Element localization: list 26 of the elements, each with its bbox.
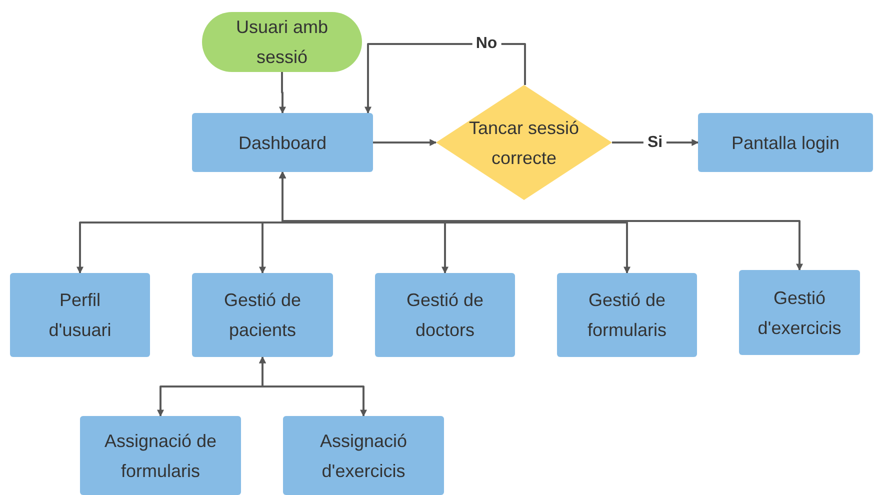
node-label: Assignació de formularis [104, 430, 217, 482]
node-label: Usuari amb sessió [234, 16, 330, 69]
process-box [192, 273, 333, 357]
process-box [739, 270, 860, 355]
arrow [364, 43, 526, 114]
arrow [279, 171, 803, 271]
process-box [10, 273, 150, 357]
node-label: Perfil d'usuari [48, 289, 112, 342]
process-box [80, 416, 241, 495]
process-box [698, 113, 873, 172]
node-label: Gestió de pacients [222, 289, 302, 342]
node-label: Gestió d'exercicis [758, 286, 842, 340]
node-label: Assignació d'exercicis [318, 430, 408, 482]
process-box [283, 416, 444, 495]
arrow [373, 139, 437, 146]
node-label: Pantalla login [731, 132, 840, 155]
process-box [557, 273, 697, 357]
process-box [375, 273, 515, 357]
arrow [279, 72, 286, 114]
node-label: Gestió de doctors [405, 289, 485, 342]
node-label: Tancar sessió correcte [468, 116, 580, 170]
node-label: Gestió de formularis [586, 289, 668, 342]
arrow [612, 139, 699, 146]
arrow [259, 356, 367, 417]
node-label: Dashboard [238, 132, 327, 154]
process-box [192, 113, 373, 172]
